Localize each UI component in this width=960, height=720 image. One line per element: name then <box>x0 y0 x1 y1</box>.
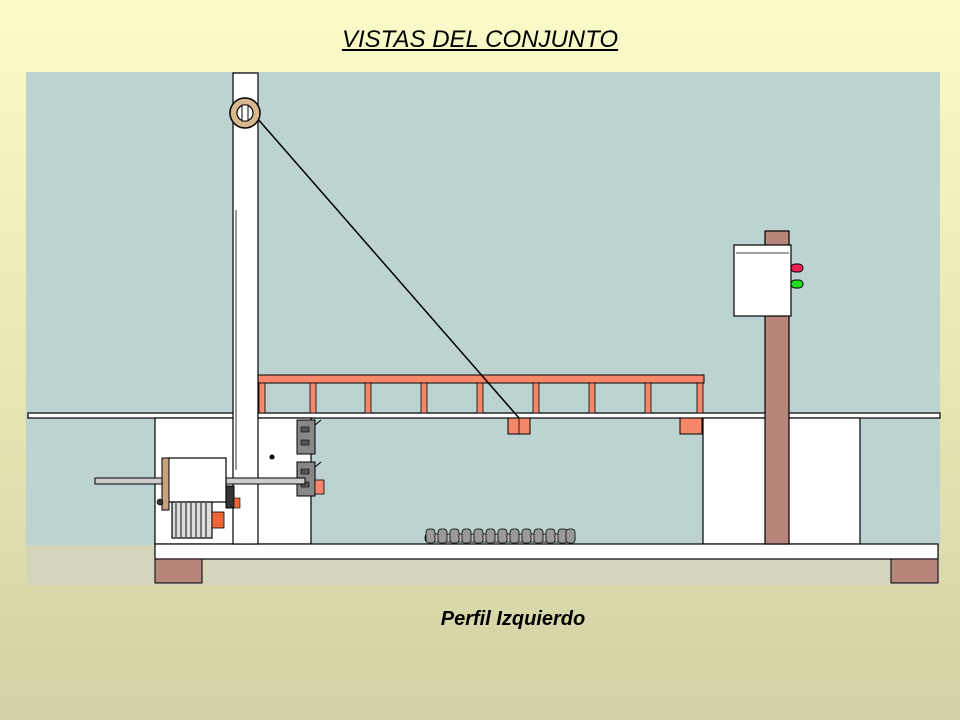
base-plate <box>154 543 939 560</box>
chain <box>424 528 576 544</box>
control-box <box>733 244 792 317</box>
winch-flange-right <box>225 485 235 509</box>
green-light-icon <box>790 279 804 289</box>
caption-container: Perfil Izquierdo <box>0 608 960 638</box>
truss-top-chord <box>256 374 705 384</box>
winch-flange-left <box>161 457 170 511</box>
winch-frame <box>167 457 227 503</box>
lift-cable <box>249 109 520 419</box>
truss-verticals <box>258 382 704 414</box>
left-foot <box>154 558 203 584</box>
housing-bolt <box>269 454 275 460</box>
right-foot <box>890 558 939 584</box>
pulley-icon <box>229 97 261 129</box>
mast <box>232 72 259 545</box>
red-light-icon <box>790 263 804 273</box>
switch-cam <box>314 479 325 495</box>
view-caption: Perfil Izquierdo <box>440 608 586 630</box>
truss-end-block <box>679 417 703 435</box>
horizontal-rail <box>27 412 941 419</box>
diagram-title: VISTAS DEL CONJUNTO <box>341 26 619 53</box>
motor-icon <box>171 501 225 539</box>
